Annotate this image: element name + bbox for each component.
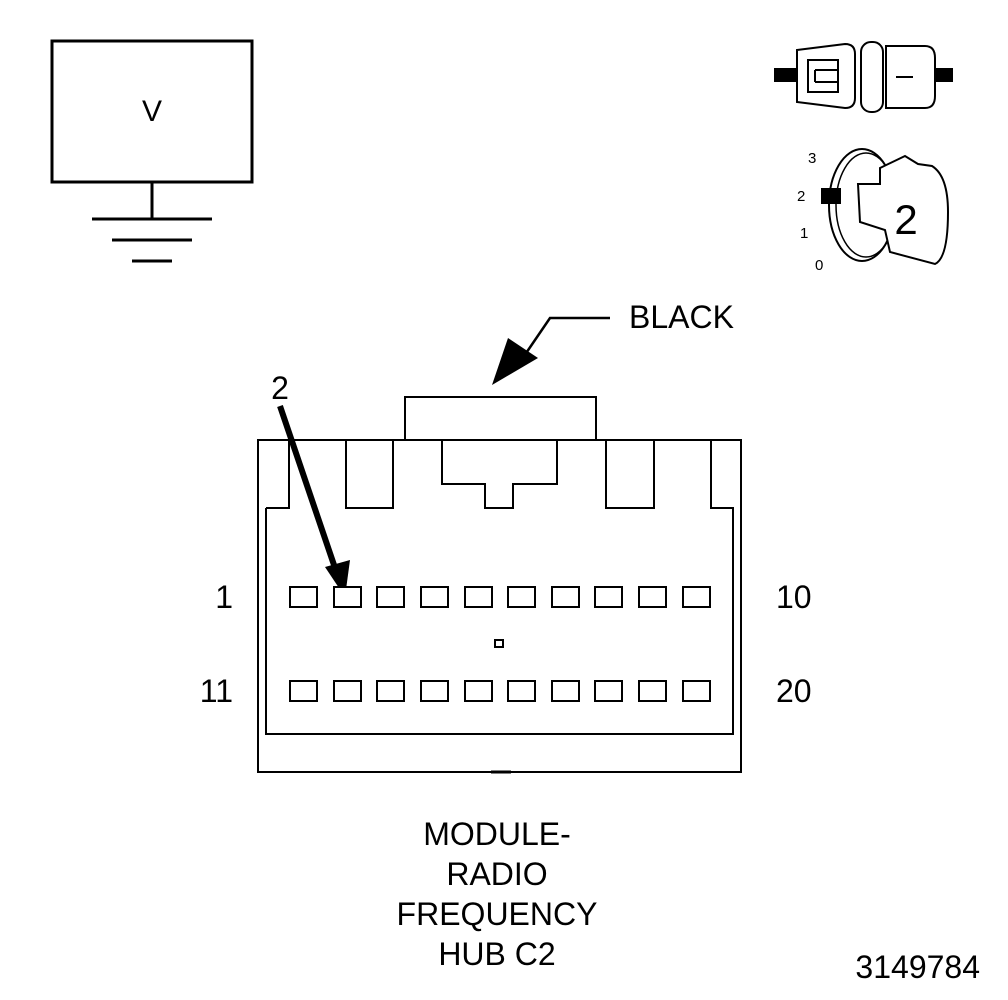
caption-line-4: HUB C2	[438, 936, 555, 972]
ignition-position-1: 1	[800, 225, 808, 242]
row1-end-label: 10	[776, 579, 812, 615]
pin-5	[464, 586, 493, 608]
pin-7	[551, 586, 580, 608]
pin-8	[594, 586, 623, 608]
pin-3	[376, 586, 405, 608]
row2-end-label: 20	[776, 673, 812, 709]
connector-face	[257, 396, 742, 774]
row1-start-label: 1	[215, 579, 233, 615]
connector-disconnected-icon	[774, 41, 953, 113]
color-callout-arrowhead	[492, 338, 538, 385]
pin-2	[333, 586, 362, 608]
pin-callout: 2	[271, 370, 350, 597]
ignition-key-position: 2	[894, 196, 917, 243]
voltmeter-label: V	[142, 95, 162, 128]
pin-row-1	[289, 586, 711, 608]
figure-id: 3149784	[855, 949, 980, 985]
pin-15	[464, 680, 493, 702]
row2-start-label: 11	[200, 673, 233, 709]
ignition-switch-icon: 3 2 1 0 2	[797, 148, 950, 274]
pin-17	[551, 680, 580, 702]
pin-9	[638, 586, 667, 608]
pin-callout-label: 2	[271, 370, 289, 406]
connector-lock-tab	[404, 396, 597, 441]
pin-12	[333, 680, 362, 702]
pin-14	[420, 680, 449, 702]
ignition-key	[856, 154, 950, 266]
pin-6	[507, 586, 536, 608]
pin-19	[638, 680, 667, 702]
connector-inner-cavity	[265, 440, 734, 735]
pin-20	[682, 680, 711, 702]
caption-line-3: FREQUENCY	[397, 896, 598, 932]
pin-13	[376, 680, 405, 702]
pin-11	[289, 680, 318, 702]
connector-caption: MODULE- RADIO FREQUENCY HUB C2	[397, 816, 598, 972]
ignition-position-3: 3	[808, 150, 816, 167]
ignition-indicator	[821, 188, 841, 204]
caption-line-1: MODULE-	[423, 816, 571, 852]
color-callout-label: BLACK	[629, 299, 734, 335]
pin-16	[507, 680, 536, 702]
pin-row-2	[289, 680, 711, 702]
connector-center-key	[494, 639, 504, 648]
pin-1	[289, 586, 318, 608]
ignition-position-0: 0	[815, 257, 823, 274]
color-callout: BLACK	[492, 299, 734, 385]
voltmeter-symbol: V	[50, 39, 254, 263]
pin-18	[594, 680, 623, 702]
pin-10	[682, 586, 711, 608]
pin-4	[420, 586, 449, 608]
ignition-position-2: 2	[797, 188, 805, 205]
connector-outer-shell	[257, 439, 742, 773]
caption-line-2: RADIO	[446, 856, 547, 892]
